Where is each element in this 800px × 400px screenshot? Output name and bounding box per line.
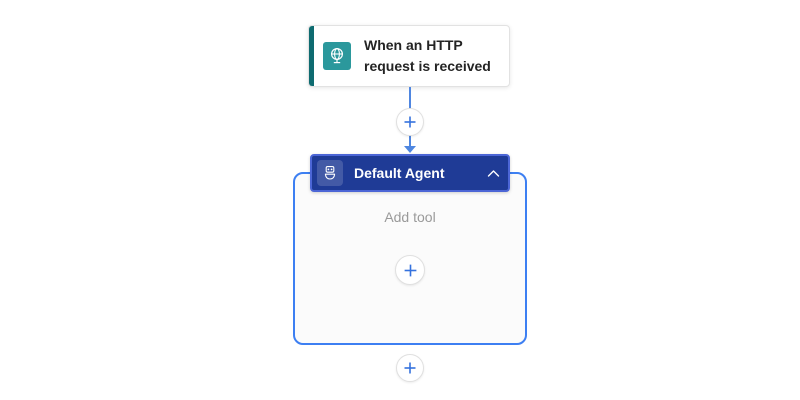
plus-icon: [404, 362, 416, 374]
insert-action-below-button[interactable]: [396, 354, 424, 382]
plus-icon: [404, 264, 416, 276]
http-request-globe-icon: [323, 42, 351, 70]
insert-action-button[interactable]: [396, 108, 424, 136]
agent-bot-icon: [317, 160, 343, 186]
add-tool-label: Add tool: [384, 209, 436, 225]
trigger-card-http-request[interactable]: When an HTTP request is received: [308, 25, 510, 87]
collapse-button[interactable]: [487, 169, 500, 178]
plus-icon: [404, 116, 416, 128]
agent-card-default-agent[interactable]: Default Agent: [310, 154, 510, 192]
trigger-card-title: When an HTTP request is received: [364, 37, 491, 74]
agent-card-title: Default Agent: [354, 165, 445, 181]
add-tool-button[interactable]: [395, 255, 425, 285]
chevron-up-icon: [487, 169, 500, 177]
connector-arrowhead: [404, 146, 416, 153]
trigger-accent-bar: [309, 26, 314, 86]
